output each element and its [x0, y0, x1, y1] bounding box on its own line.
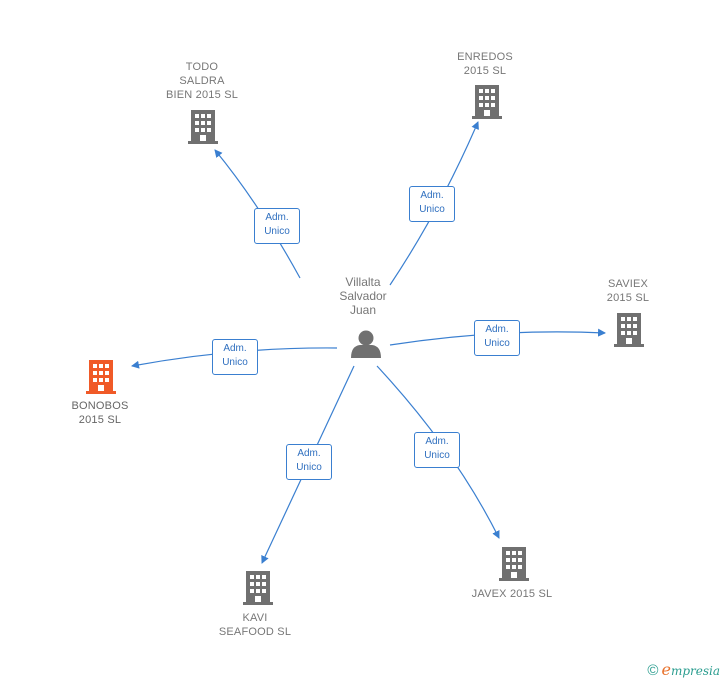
relation-badge-saviex: Adm. Unico — [474, 320, 520, 356]
relation-badge-javex: Adm. Unico — [414, 432, 460, 468]
company-label-bonobos[interactable]: BONOBOS 2015 SL — [71, 400, 129, 426]
relation-badge-kavi: Adm. Unico — [286, 444, 332, 480]
person-icon[interactable] — [351, 330, 381, 359]
person-name[interactable]: Villalta Salvador Juan — [339, 275, 387, 317]
company-label-todo[interactable]: TODO SALDRA BIEN 2015 SL — [165, 61, 239, 101]
relation-badge-bonobos: Adm. Unico — [212, 339, 258, 375]
building-icon-enredos[interactable] — [472, 85, 502, 124]
brand-logo-text: mpresia — [670, 664, 720, 678]
building-icon-kavi[interactable] — [243, 571, 273, 610]
company-label-enredos[interactable]: ENREDOS 2015 SL — [457, 51, 513, 77]
building-icon-todo[interactable] — [188, 110, 218, 149]
company-label-saviex[interactable]: SAVIEX 2015 SL — [606, 278, 650, 304]
building-icon-bonobos[interactable] — [86, 360, 116, 399]
building-icon-saviex[interactable] — [614, 313, 644, 352]
brand-logo-e: e — [661, 660, 671, 679]
building-icon-javex[interactable] — [499, 547, 529, 586]
relation-badge-enredos: Adm. Unico — [409, 186, 455, 222]
company-label-javex[interactable]: JAVEX 2015 SL — [471, 588, 553, 600]
company-label-kavi[interactable]: KAVI SEAFOOD SL — [218, 612, 292, 638]
relation-badge-todo: Adm. Unico — [254, 208, 300, 244]
copyright-icon: © — [647, 662, 659, 679]
